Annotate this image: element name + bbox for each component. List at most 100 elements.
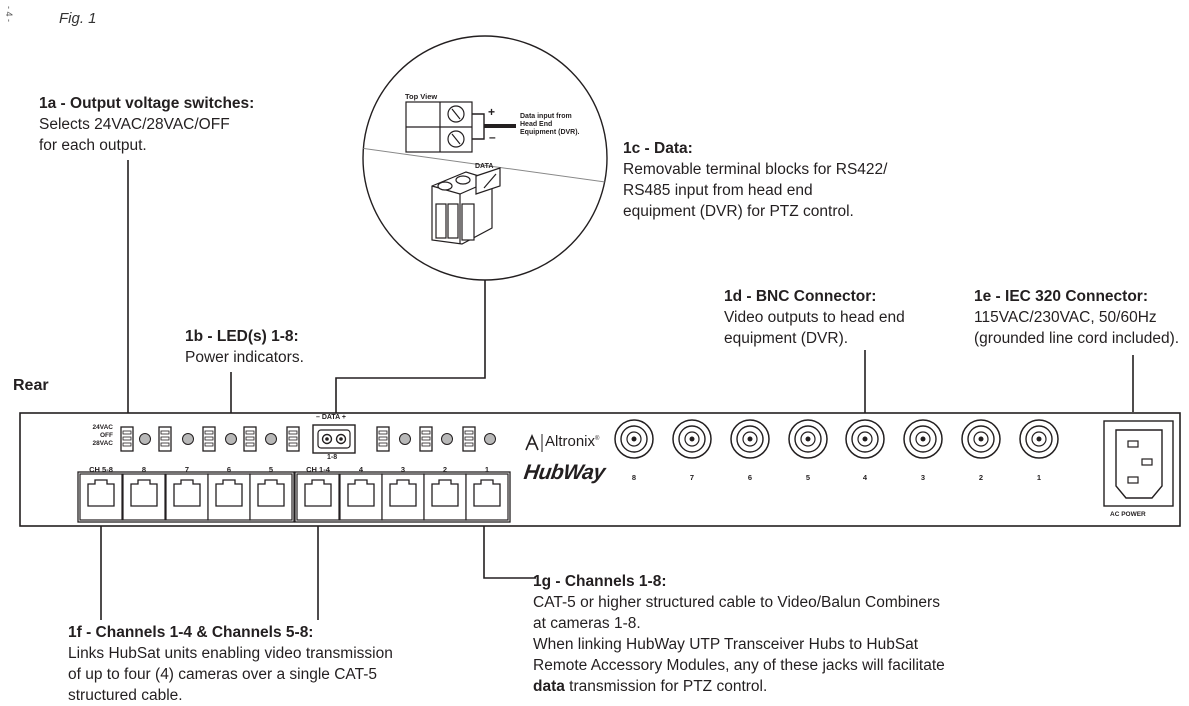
bnc-connector[interactable]: [730, 419, 770, 459]
rj45-jack[interactable]: [381, 473, 425, 521]
brand-name: Altronix®: [545, 433, 599, 450]
bnc-label: 7: [689, 473, 695, 482]
voltage-switch[interactable]: [202, 426, 216, 452]
rj45-jack[interactable]: [423, 473, 467, 521]
callout-1c-line: RS485 input from head end: [623, 182, 813, 199]
callout-1g-line: CAT-5 or higher structured cable to Vide…: [533, 594, 940, 611]
callout-1c-title: 1c - Data:: [623, 140, 693, 157]
voltage-switches: [120, 426, 476, 452]
rj45-label: 6: [226, 465, 232, 474]
switch-label-28vac: 28VAC: [92, 440, 113, 447]
switch-voltage-labels: 24VAC OFF 28VAC: [90, 424, 113, 448]
inset-data-input-line: Equipment (DVR).: [520, 129, 580, 136]
rj45-label: CH 5-8: [89, 465, 113, 474]
page-marker: - 4 -: [4, 6, 14, 23]
bnc-connector[interactable]: [961, 419, 1001, 459]
voltage-switch[interactable]: [462, 426, 476, 452]
led-indicator: [399, 433, 411, 445]
callout-1b: 1b - LED(s) 1-8: Power indicators.: [185, 326, 304, 368]
inset-data-input-line: Data input from: [520, 113, 572, 120]
inset-data-input-text: Data input from Head End Equipment (DVR)…: [520, 113, 580, 137]
bnc-connector[interactable]: [903, 419, 943, 459]
callout-1f-line: structured cable.: [68, 687, 183, 704]
bnc-connector[interactable]: [614, 419, 654, 459]
bnc-connector[interactable]: [672, 419, 712, 459]
bnc-connector[interactable]: [845, 419, 885, 459]
rj45-jack[interactable]: [79, 473, 123, 521]
rj45-jacks: [77, 471, 511, 523]
callout-1g: 1g - Channels 1-8: CAT-5 or higher struc…: [533, 571, 945, 697]
voltage-switch[interactable]: [419, 426, 433, 452]
rj45-label: 1: [484, 465, 490, 474]
callout-1d-title: 1d - BNC Connector:: [724, 288, 877, 305]
rj45-jack[interactable]: [207, 473, 251, 521]
figure-label: Fig. 1: [59, 10, 97, 27]
inset-divider: [363, 147, 607, 184]
callout-1g-title: 1g - Channels 1-8:: [533, 573, 667, 590]
voltage-switch[interactable]: [376, 426, 390, 452]
leader-1g: [483, 512, 536, 579]
switch-label-off: OFF: [100, 432, 113, 439]
bnc-connectors: [614, 419, 1059, 459]
rj45-label: CH 1-4: [306, 465, 330, 474]
callout-1e-line: 115VAC/230VAC, 50/60Hz: [974, 309, 1157, 326]
callout-1g-line: When linking HubWay UTP Transceiver Hubs…: [533, 636, 919, 653]
callout-1d: 1d - BNC Connector: Video outputs to hea…: [724, 286, 905, 349]
rj45-jack[interactable]: [339, 473, 383, 521]
rj45-jack[interactable]: [122, 473, 166, 521]
data-connector: [312, 424, 356, 454]
led-indicator: [225, 433, 237, 445]
callout-1c-line: Removable terminal blocks for RS422/: [623, 161, 888, 178]
callout-1e: 1e - IEC 320 Connector: 115VAC/230VAC, 5…: [974, 286, 1179, 349]
rj45-label: 4: [358, 465, 364, 474]
bnc-label: 8: [631, 473, 637, 482]
altronix-logo-icon: [525, 433, 543, 452]
inset-data-input-line: Head End: [520, 121, 553, 128]
led-indicator: [484, 433, 496, 445]
terminal-top-view: [405, 101, 473, 153]
rj45-jack[interactable]: [465, 473, 509, 521]
voltage-switch[interactable]: [120, 426, 134, 452]
rj45-jack[interactable]: [249, 473, 293, 521]
callout-1a: 1a - Output voltage switches: Selects 24…: [39, 93, 254, 156]
callout-1c: 1c - Data: Removable terminal blocks for…: [623, 138, 887, 222]
bnc-label: 5: [805, 473, 811, 482]
led-indicator: [265, 433, 277, 445]
callout-1d-line: equipment (DVR).: [724, 330, 849, 347]
callout-1e-line: (grounded line cord included).: [974, 330, 1180, 347]
voltage-switch[interactable]: [243, 426, 257, 452]
bnc-label: 1: [1036, 473, 1042, 482]
bnc-connector[interactable]: [1019, 419, 1059, 459]
brand-text: Altronix: [545, 433, 596, 450]
rj45-label: 7: [184, 465, 190, 474]
data-terminal-inset: [362, 35, 608, 281]
led-indicator: [182, 433, 194, 445]
inset-data-tag: DATA: [475, 163, 494, 170]
rj45-jack[interactable]: [165, 473, 209, 521]
led-indicators: [139, 433, 496, 445]
callout-1g-line-rest: transmission for PTZ control.: [564, 678, 768, 695]
bnc-connector[interactable]: [788, 419, 828, 459]
bnc-label: 2: [978, 473, 984, 482]
callout-1f-line: Links HubSat units enabling video transm…: [68, 645, 393, 662]
panel-data-sub: 1-8: [327, 454, 338, 461]
terminal-perspective: [431, 167, 501, 245]
voltage-switch[interactable]: [158, 426, 172, 452]
voltage-switch[interactable]: [286, 426, 300, 452]
callout-1f-title: 1f - Channels 1-4 & Channels 5-8:: [68, 624, 314, 641]
callout-1a-title: 1a - Output voltage switches:: [39, 95, 255, 112]
led-indicator: [139, 433, 151, 445]
callout-1e-title: 1e - IEC 320 Connector:: [974, 288, 1148, 305]
brand-registered: ®: [595, 436, 600, 442]
leader-lines: [100, 160, 1134, 620]
rj45-label: 5: [268, 465, 274, 474]
callout-1c-line: equipment (DVR) for PTZ control.: [623, 203, 854, 220]
inset-minus-label: –: [489, 130, 496, 144]
rj45-jack[interactable]: [296, 473, 340, 521]
hubway-logo: HubWay: [522, 461, 607, 484]
callout-1g-line: at cameras 1-8.: [533, 615, 641, 632]
callout-1b-title: 1b - LED(s) 1-8:: [185, 328, 299, 345]
rj45-label: 3: [400, 465, 406, 474]
iec-power-inlet: [1103, 420, 1174, 507]
